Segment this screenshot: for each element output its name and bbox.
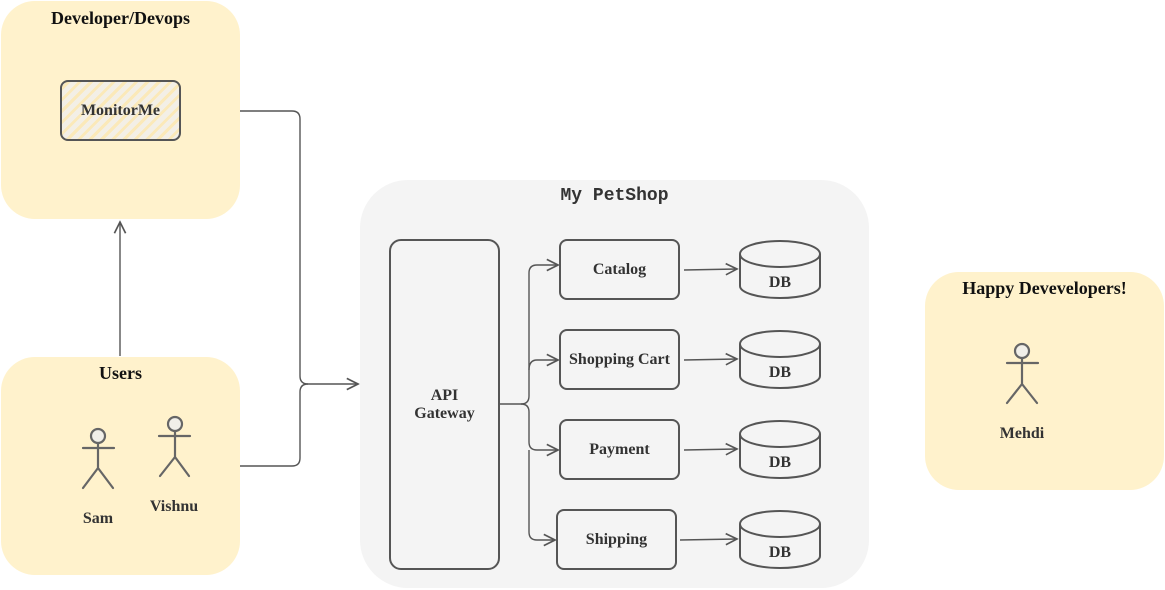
db-label-payment: DB bbox=[768, 454, 792, 471]
petshop-title: My PetShop bbox=[560, 186, 669, 206]
edge-users-to-petshop bbox=[240, 383, 309, 467]
api-gateway-box[interactable]: API Gateway bbox=[389, 239, 500, 570]
monitorme-box[interactable]: MonitorMe bbox=[60, 80, 181, 141]
devops-group-title: Developer/Devops bbox=[51, 8, 190, 28]
db-label-cart: DB bbox=[768, 364, 792, 381]
api-gateway-label: API Gateway bbox=[414, 386, 475, 422]
service-shopping-cart[interactable]: Shopping Cart bbox=[559, 329, 680, 390]
db-label-catalog: DB bbox=[768, 274, 792, 291]
edge-devops-to-petshop bbox=[240, 110, 358, 384]
happy-developers-group: Happy Devevelopers! bbox=[925, 272, 1164, 490]
actor-label-sam: Sam bbox=[82, 510, 114, 527]
service-shipping[interactable]: Shipping bbox=[556, 509, 677, 570]
actor-label-vishnu: Vishnu bbox=[149, 498, 199, 515]
happy-developers-title: Happy Devevelopers! bbox=[962, 278, 1127, 298]
users-group: Users bbox=[1, 357, 240, 575]
users-group-title: Users bbox=[99, 363, 142, 383]
service-payment[interactable]: Payment bbox=[559, 419, 680, 480]
db-label-shipping: DB bbox=[768, 544, 792, 561]
actor-label-mehdi: Mehdi bbox=[999, 425, 1045, 442]
service-catalog[interactable]: Catalog bbox=[559, 239, 680, 300]
